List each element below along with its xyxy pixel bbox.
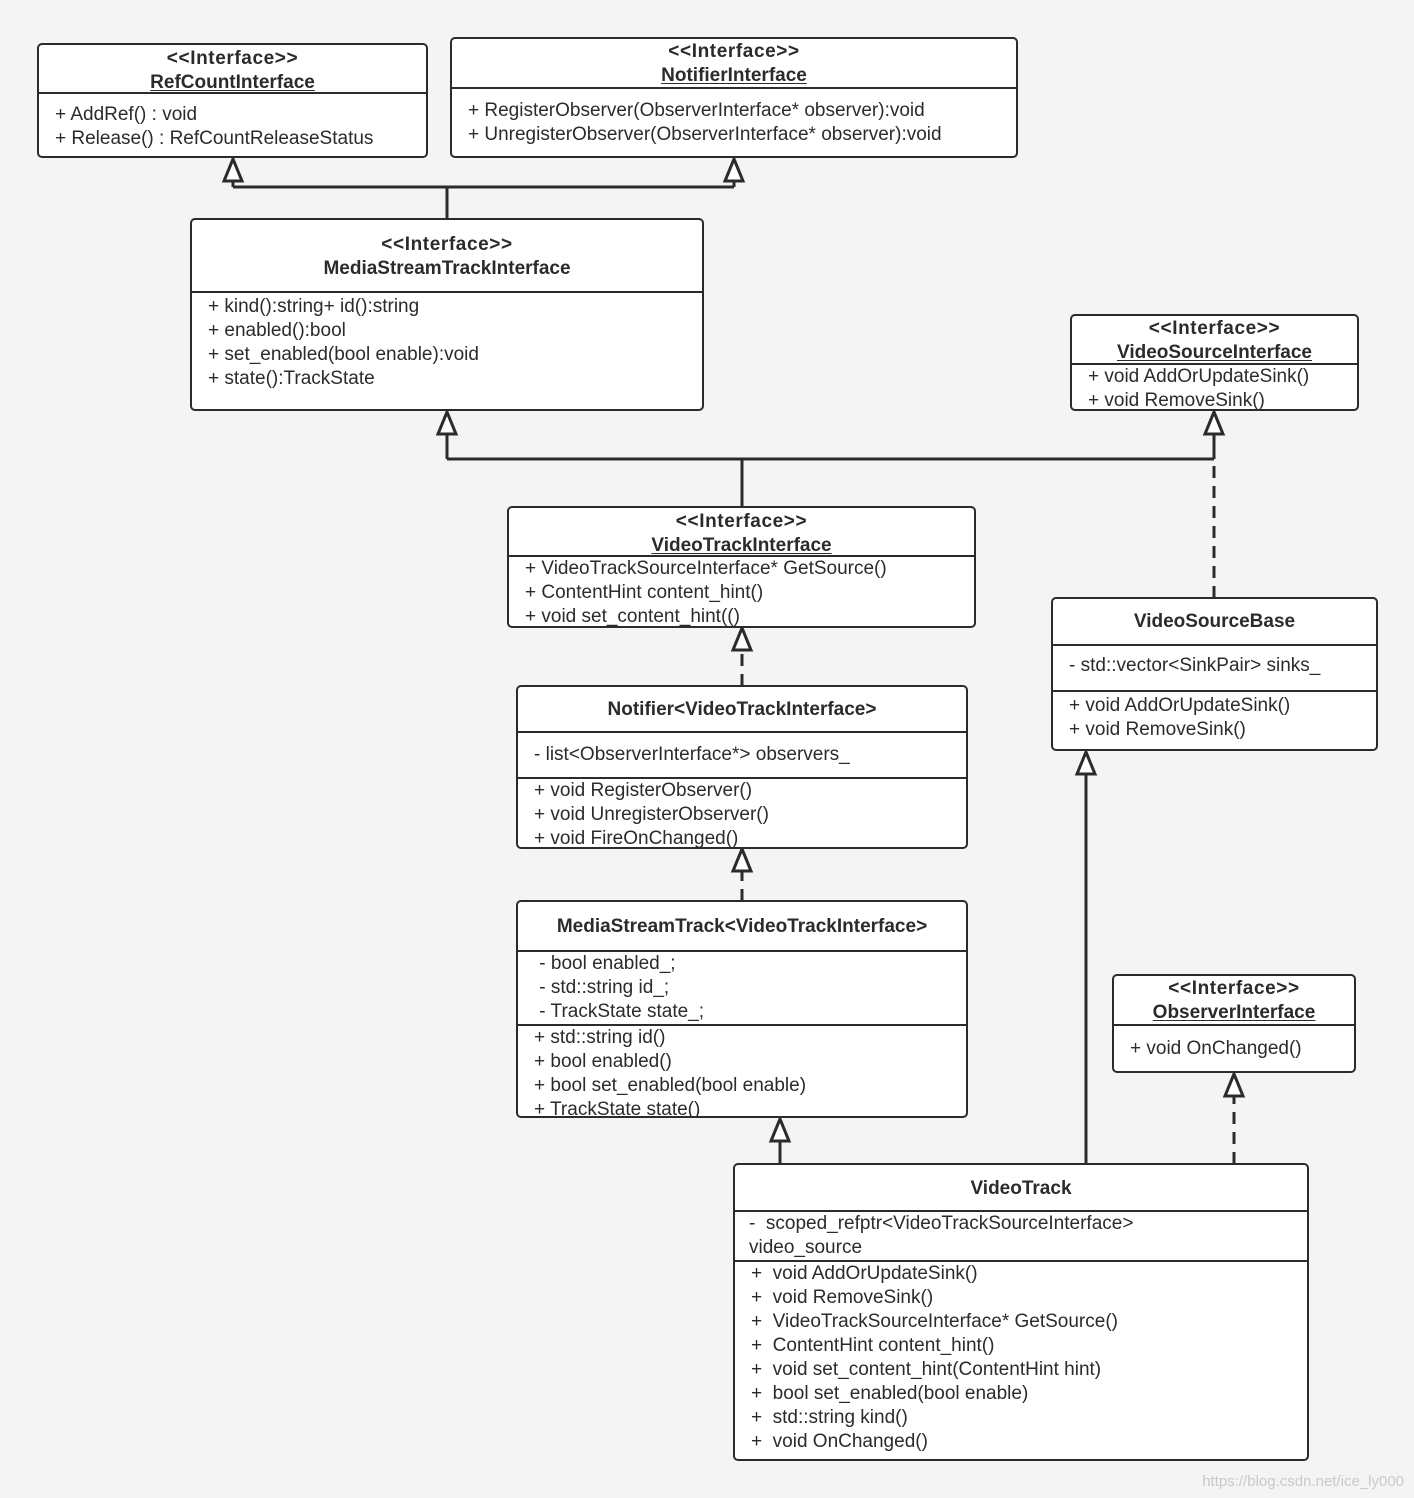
attribute: - list<ObserverInterface*> observers_ [534, 744, 850, 765]
method: + state():TrackState [208, 368, 375, 389]
arrowhead-notifier-vti [730, 845, 754, 873]
method: + void AddOrUpdateSink() [751, 1263, 978, 1284]
stereotype-label: <<Interface>> [381, 234, 513, 255]
class-name: RefCountInterface [150, 72, 315, 93]
attribute: video_source [749, 1237, 863, 1258]
arrowhead-vsb [1074, 748, 1098, 776]
method: + std::string kind() [751, 1407, 908, 1428]
method: + RegisterObserver(ObserverInterface* ob… [468, 100, 925, 121]
methods-section: + kind():string+ id():string + enabled()… [192, 293, 702, 391]
arrowhead-mst-vti [768, 1115, 792, 1143]
methods-section: + void AddOrUpdateSink() + void RemoveSi… [1072, 365, 1357, 411]
class-name: VideoSourceInterface [1116, 342, 1312, 363]
methods-section: + RegisterObserver(ObserverInterface* ob… [452, 89, 1016, 147]
arrowhead-observer [1222, 1070, 1246, 1098]
attributes-section: - std::vector<SinkPair> sinks_ [1053, 646, 1376, 690]
method: + void UnregisterObserver() [534, 804, 769, 825]
method: + kind():string+ id():string [208, 296, 420, 317]
methods-section: + void RegisterObserver() + void Unregis… [518, 777, 966, 849]
stereotype-label: <<Interface>> [166, 48, 299, 69]
class-mediastreamtrackinterface: <<Interface>> MediaStreamTrackInterface … [190, 218, 704, 411]
methods-section: + VideoTrackSourceInterface* GetSource()… [509, 557, 974, 627]
attribute: - bool enabled_; [534, 953, 676, 974]
method: + void OnChanged() [751, 1431, 928, 1452]
attributes-section: - list<ObserverInterface*> observers_ [518, 733, 966, 777]
arrowhead-vti [730, 624, 754, 652]
attribute: - std::vector<SinkPair> sinks_ [1069, 655, 1321, 676]
method: + void RemoveSink() [751, 1287, 934, 1308]
class-videosourcebase: VideoSourceBase - std::vector<SinkPair> … [1051, 597, 1378, 751]
class-observerinterface: <<Interface>> ObserverInterface + void O… [1112, 974, 1356, 1073]
method: + void AddOrUpdateSink() [1069, 695, 1291, 716]
stereotype-label: <<Interface>> [675, 511, 808, 532]
class-name: ObserverInterface [1152, 1002, 1316, 1023]
attribute: - scoped_refptr<VideoTrackSourceInterfac… [749, 1213, 1134, 1234]
class-refcountinterface: <<Interface>> RefCountInterface + AddRef… [37, 43, 428, 158]
method: + VideoTrackSourceInterface* GetSource() [751, 1311, 1118, 1332]
method: + void set_content_hint(() [525, 606, 740, 627]
class-videosourceinterface: <<Interface>> VideoSourceInterface + voi… [1070, 314, 1359, 411]
arrowhead-vsi [1202, 408, 1226, 436]
method: + bool set_enabled(bool enable) [534, 1075, 807, 1096]
method: + bool enabled() [534, 1051, 672, 1072]
method: + ContentHint content_hint() [525, 582, 764, 603]
methods-section: + void AddOrUpdateSink() + void RemoveSi… [1053, 690, 1376, 742]
class-name: MediaStreamTrackInterface [323, 258, 571, 279]
attribute: - TrackState state_; [534, 1001, 705, 1022]
methods-section: + void AddOrUpdateSink() + void RemoveSi… [735, 1260, 1307, 1454]
method: + void set_content_hint(ContentHint hint… [751, 1359, 1102, 1380]
arrowhead-notifier-iface [722, 155, 746, 183]
methods-section: + std::string id() + bool enabled() + bo… [518, 1024, 966, 1118]
class-name: VideoSourceBase [1133, 611, 1296, 632]
attributes-section: - scoped_refptr<VideoTrackSourceInterfac… [735, 1212, 1307, 1260]
arrowhead-mst-iface [435, 408, 459, 436]
methods-section: + AddRef() : void + Release() : RefCount… [39, 94, 426, 151]
class-notifierinterface: <<Interface>> NotifierInterface + Regist… [450, 37, 1018, 158]
class-videotrack: VideoTrack - scoped_refptr<VideoTrackSou… [733, 1163, 1309, 1461]
method: + void FireOnChanged() [534, 828, 739, 849]
method: + AddRef() : void [55, 104, 198, 125]
method: + bool set_enabled(bool enable) [751, 1383, 1029, 1404]
method: + void RemoveSink() [1069, 719, 1246, 740]
method: + TrackState state() [534, 1099, 701, 1118]
method: + void RegisterObserver() [534, 780, 753, 801]
method: + set_enabled(bool enable):void [208, 344, 479, 365]
method: + void AddOrUpdateSink() [1088, 366, 1310, 387]
class-name: MediaStreamTrack<VideoTrackInterface> [556, 916, 928, 937]
arrowhead-refcount [221, 155, 245, 183]
stereotype-label: <<Interface>> [1168, 978, 1300, 999]
method: + void OnChanged() [1130, 1038, 1302, 1059]
attribute: - std::string id_; [534, 977, 670, 998]
method: + std::string id() [534, 1027, 666, 1048]
method: + ContentHint content_hint() [751, 1335, 995, 1356]
method: + void RemoveSink() [1088, 390, 1265, 411]
class-mediastreamtrack-videotrackinterface: MediaStreamTrack<VideoTrackInterface> - … [516, 900, 968, 1118]
class-notifier-videotrackinterface: Notifier<VideoTrackInterface> - list<Obs… [516, 685, 968, 849]
method: + VideoTrackSourceInterface* GetSource() [525, 558, 887, 579]
methods-section: + void OnChanged() [1114, 1026, 1354, 1061]
class-videotrackinterface: <<Interface>> VideoTrackInterface + Vide… [507, 506, 976, 628]
stereotype-label: <<Interface>> [1148, 318, 1281, 339]
method: + enabled():bool [208, 320, 346, 341]
attributes-section: - bool enabled_; - std::string id_; - Tr… [518, 952, 966, 1024]
stereotype-label: <<Interface>> [668, 41, 800, 62]
method: + UnregisterObserver(ObserverInterface* … [468, 124, 942, 145]
class-name: VideoTrack [970, 1178, 1072, 1199]
method: + Release() : RefCountReleaseStatus [55, 128, 374, 149]
class-name: NotifierInterface [661, 65, 807, 86]
watermark: https://blog.csdn.net/ice_ly000 [1202, 1473, 1404, 1490]
class-name: Notifier<VideoTrackInterface> [607, 699, 877, 720]
class-name: VideoTrackInterface [651, 535, 832, 556]
